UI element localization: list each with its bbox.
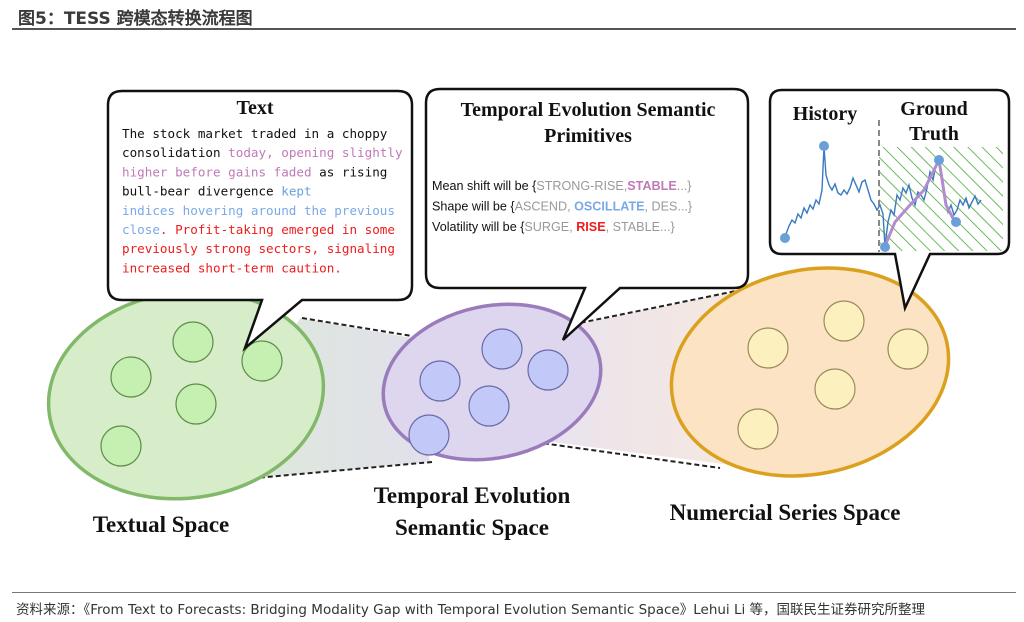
ground-truth-label-line1: Ground: [900, 98, 967, 120]
text-segment: increased short-term caution.: [122, 260, 342, 275]
series-key-point: [934, 155, 944, 165]
semantic-embedding-dot: [468, 385, 510, 427]
textual-space-label: Textual Space: [93, 512, 230, 537]
text-segment: previously strong sectors, signaling: [122, 241, 395, 256]
semantic-embedding-dot: [481, 328, 523, 370]
primitives-bubble: [424, 87, 750, 341]
ground-truth-series-line: [884, 158, 982, 247]
text-segment: close: [122, 222, 160, 237]
text-segment: consolidation: [122, 145, 228, 160]
source-note: 资料来源：《From Text to Forecasts: Bridging M…: [16, 602, 926, 618]
text-embedding-dot: [241, 340, 283, 382]
ground-truth-label-line2: Truth: [909, 123, 959, 145]
source-divider: [12, 592, 1016, 593]
text-segment: as rising: [312, 164, 388, 179]
text-segment: ASCEND,: [515, 200, 574, 214]
text-segment: Mean shift will be {: [432, 179, 536, 193]
text-segment: today, opening slightly: [228, 145, 403, 160]
series-embedding-dot: [823, 300, 865, 342]
text-segment: . Profit-taking emerged in some: [160, 222, 395, 237]
primitives-heading-line2: Primitives: [544, 125, 632, 147]
text-bubble: [106, 89, 414, 352]
series-key-point: [880, 242, 890, 252]
text-segment: , DES...}: [645, 200, 693, 214]
semantic-embedding-dot: [527, 349, 569, 391]
history-series-line: [785, 146, 886, 247]
series-embedding-dot: [747, 327, 789, 369]
text-segment: Volatility will be {: [432, 220, 524, 234]
text-segment: OSCILLATE: [574, 200, 644, 214]
series-embedding-dot: [737, 408, 779, 450]
series-embedding-dot: [814, 368, 856, 410]
text-segment: STABLE: [627, 179, 676, 193]
textual-space-dots: [100, 321, 283, 467]
text-segment: , STABLE...}: [606, 220, 675, 234]
text-segment: kept: [281, 184, 311, 199]
band-dash-top-2: [564, 283, 771, 327]
text-segment: indices hovering around the previous: [122, 203, 395, 218]
primitives-heading-line1: Temporal Evolution Semantic: [461, 99, 716, 121]
series-key-point: [780, 233, 790, 243]
history-label: History: [793, 103, 857, 125]
title-divider: [12, 28, 1016, 30]
figure-title: 图5：TESS 跨模态转换流程图: [18, 9, 253, 29]
text-embedding-dot: [100, 425, 142, 467]
text-bubble-heading: Text: [236, 97, 273, 119]
text-embedding-dot: [110, 356, 152, 398]
text-bubble-body: The stock market traded in a choppy conso…: [122, 126, 403, 275]
text-embedding-dot: [175, 383, 217, 425]
semantic-space-dots: [408, 328, 569, 456]
text-segment: higher before gains faded: [122, 164, 312, 179]
text-segment: STRONG-RISE,: [536, 179, 627, 193]
primitives-body: Mean shift will be {STRONG-RISE,STABLE..…: [432, 179, 692, 234]
text-segment: ...}: [677, 179, 692, 193]
series-key-points: [780, 141, 961, 252]
text-embedding-dot: [172, 321, 214, 363]
ground-truth-trend-path: [883, 155, 957, 247]
semantic-embedding-dot: [419, 360, 461, 402]
text-segment: SURGE,: [524, 220, 576, 234]
series-embedding-dot: [887, 328, 929, 370]
semantic-embedding-dot: [408, 414, 450, 456]
numeric-space-dots: [737, 300, 929, 450]
series-key-point: [951, 217, 961, 227]
series-key-point: [819, 141, 829, 151]
band-dash-bottom-2: [519, 439, 721, 469]
band-dash-top-1: [301, 317, 413, 337]
text-segment: Shape will be {: [432, 200, 515, 214]
numeric-space-label: Numercial Series Space: [670, 500, 901, 525]
text-segment: bull-bear divergence: [122, 184, 281, 199]
semantic-space-label-line2: Semantic Space: [395, 515, 549, 540]
text-segment: RISE: [576, 220, 605, 234]
text-segment: The stock market traded in a choppy: [122, 126, 388, 141]
semantic-space-label-line1: Temporal Evolution: [374, 483, 571, 508]
